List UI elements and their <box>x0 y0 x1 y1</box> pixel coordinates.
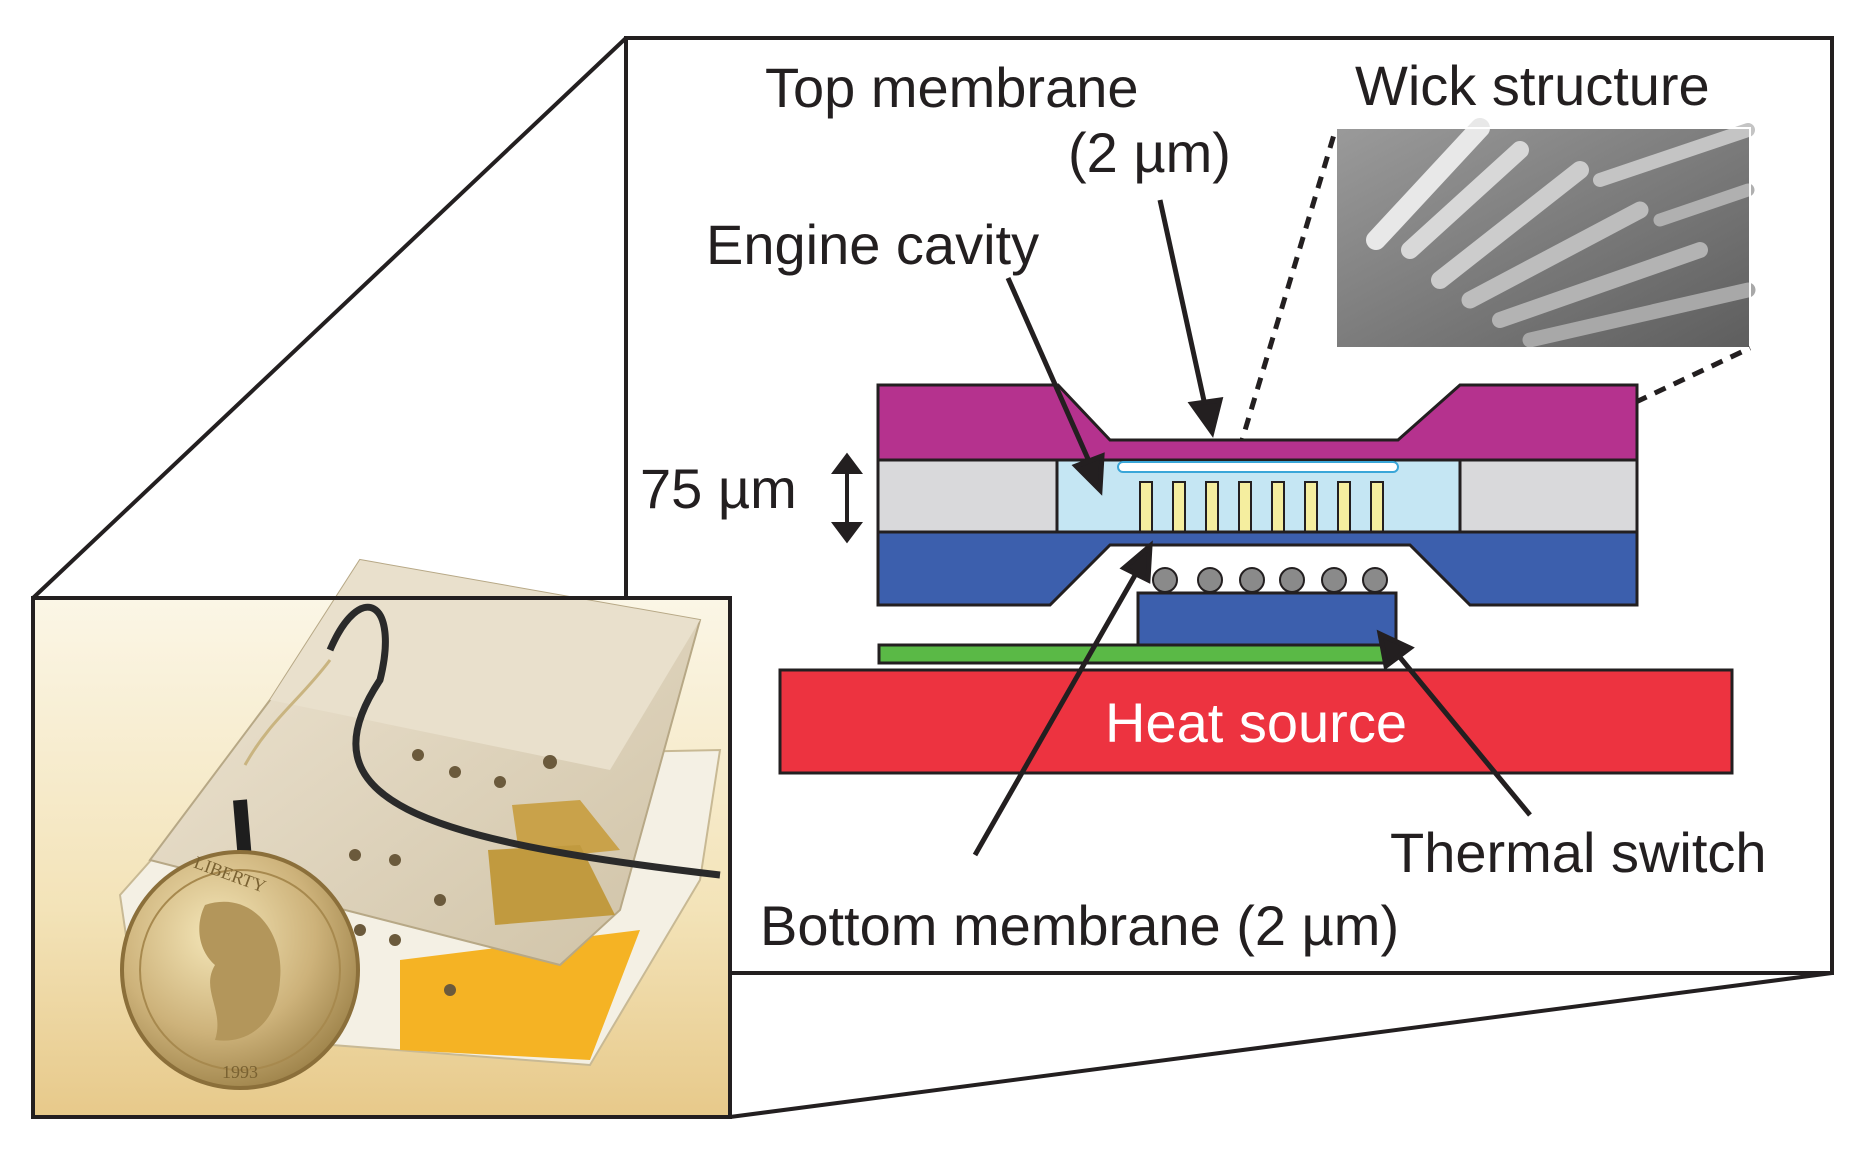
wick-posts <box>1139 481 1384 533</box>
label-top-membrane: Top membrane <box>765 56 1139 119</box>
arrow-engine-cavity <box>1005 276 1095 470</box>
sem-pillars <box>1366 118 1756 348</box>
bottom-membrane-layer <box>876 530 1639 607</box>
label-heat-source: Heat source <box>1105 691 1407 754</box>
label-bottom-membrane: Bottom membrane (2 µm) <box>760 894 1399 957</box>
top-membrane-layer <box>876 383 1639 462</box>
gold-pad-2 <box>488 845 615 925</box>
zoom-line-top <box>31 36 628 600</box>
zoom-line-bottom <box>729 971 1833 1119</box>
wick-sem-image <box>1335 118 1756 349</box>
label-engine-cavity: Engine cavity <box>706 213 1039 276</box>
thermal-switch-block <box>1136 591 1398 647</box>
device-yellow-layer <box>400 930 640 1060</box>
coin-portrait <box>199 901 281 1041</box>
photo-border <box>31 596 732 1119</box>
device-wire-2 <box>243 659 332 766</box>
height-dimension-arrow <box>831 452 863 544</box>
leader-arrows <box>972 199 1532 857</box>
device-wire <box>326 603 721 879</box>
device-lead <box>233 799 252 861</box>
device-photo: LIBERTY 1993 <box>31 558 732 1119</box>
green-film <box>877 643 1391 665</box>
label-thermal-switch: Thermal switch <box>1390 821 1767 884</box>
vapor-bubble <box>1117 461 1399 473</box>
sem-background <box>1336 128 1750 348</box>
quarter-coin: LIBERTY 1993 <box>120 850 360 1090</box>
label-top-membrane-thickness: (2 µm) <box>1068 121 1231 184</box>
arrow-thermal-switch <box>1396 653 1532 817</box>
coin-text-bottom: 1993 <box>222 1062 258 1082</box>
label-wick-structure: Wick structure <box>1355 54 1710 117</box>
heat-source-block <box>778 668 1734 775</box>
label-cavity-height: 75 µm <box>640 457 797 520</box>
cross-section <box>778 383 1734 775</box>
arrow-bottom-membrane <box>972 568 1141 857</box>
zoom-connector-lines <box>31 36 1833 1119</box>
gold-pad-1 <box>512 800 620 860</box>
device-holes <box>349 749 557 996</box>
thermal-switch-balls <box>1152 567 1388 593</box>
diagram-frame <box>624 36 1834 975</box>
sem-border <box>1335 127 1751 349</box>
arrow-top-membrane <box>1157 199 1209 411</box>
